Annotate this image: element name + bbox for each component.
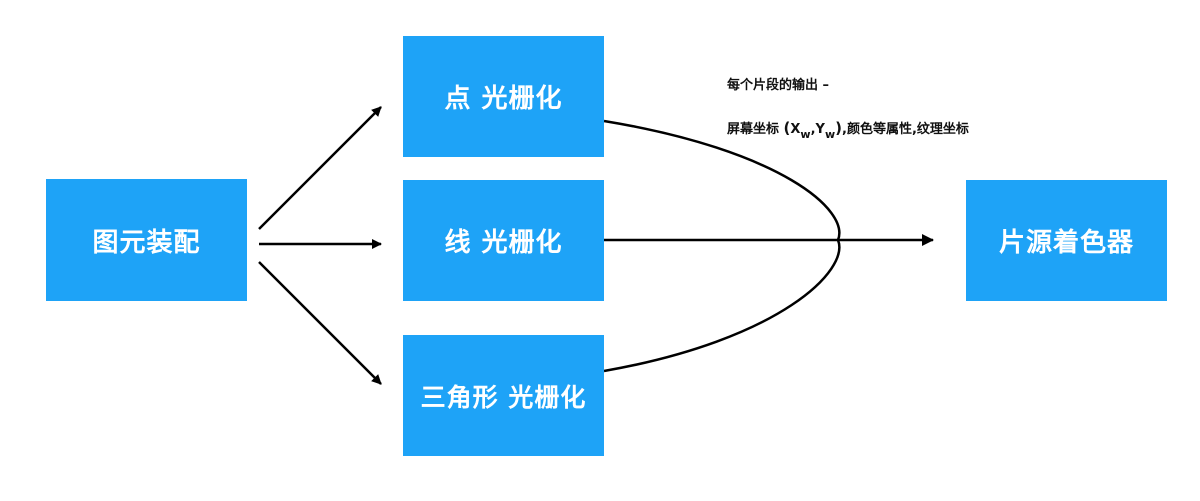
primitive-assembly-box: 图元装配 <box>46 179 247 301</box>
arrow-assembly-to-triangle <box>258 261 382 385</box>
note-y: Y <box>815 122 825 137</box>
note-comma: , <box>810 122 816 137</box>
curve-point-to-fragment <box>603 119 841 241</box>
point-rasterization-box: 点 光栅化 <box>403 36 604 157</box>
note-y-subscript: w <box>824 128 836 141</box>
note-suffix: ,颜色等属性,纹理坐标 <box>842 122 969 137</box>
arrow-assembly-to-point <box>258 106 382 230</box>
note-x: X <box>790 122 801 137</box>
note-close-paren: ) <box>835 119 842 137</box>
curve-triangle-to-fragment <box>603 239 841 373</box>
note-open-paren: ( <box>783 119 791 137</box>
triangle-rasterization-box: 三角形 光栅化 <box>403 335 604 456</box>
note-x-subscript: w <box>800 128 811 141</box>
note-prefix: 屏幕坐标 <box>727 122 784 137</box>
fragment-output-description: 屏幕坐标 (Xw,Yw),颜色等属性,纹理坐标 <box>727 118 969 141</box>
fragment-output-title: 每个片段的输出 – <box>727 78 830 93</box>
line-rasterization-box: 线 光栅化 <box>403 180 604 301</box>
fragment-shader-box: 片源着色器 <box>966 180 1167 301</box>
